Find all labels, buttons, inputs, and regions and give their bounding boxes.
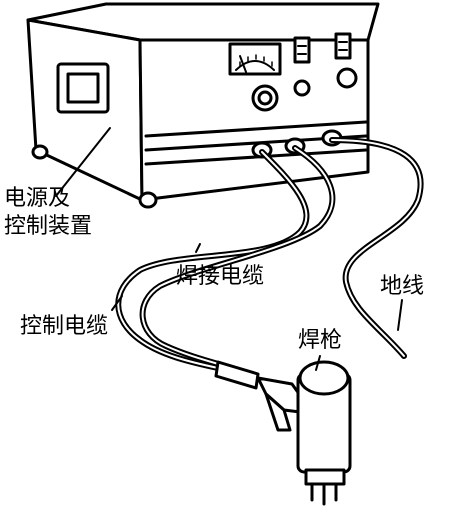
cabinet-foot	[31, 144, 49, 160]
label-welding-torch: 焊枪	[298, 328, 343, 353]
leader-welding-cable	[195, 243, 201, 253]
label-power-supply-line1: 电源及	[4, 186, 71, 211]
leader-ground	[397, 299, 403, 331]
label-control-cable: 控制电缆	[20, 314, 109, 339]
small-knob	[293, 79, 311, 97]
toggle-switches	[293, 32, 352, 64]
side-handle-grip	[66, 72, 100, 104]
power-supply-cabinet	[26, 2, 380, 209]
leader-torch	[315, 355, 321, 371]
welding-torch	[256, 360, 352, 506]
cable-sleeve	[214, 360, 260, 390]
control-knobs	[251, 67, 358, 112]
switch-knob	[336, 67, 358, 89]
label-power-supply-line2: 控制装置	[4, 214, 93, 239]
meter	[228, 42, 282, 76]
cabinet-foot	[138, 191, 158, 209]
label-ground-wire: 地线	[380, 274, 425, 299]
leader-power	[55, 127, 111, 197]
leader-control-cable	[111, 295, 123, 311]
label-welding-cable: 焊接电缆	[176, 264, 265, 289]
